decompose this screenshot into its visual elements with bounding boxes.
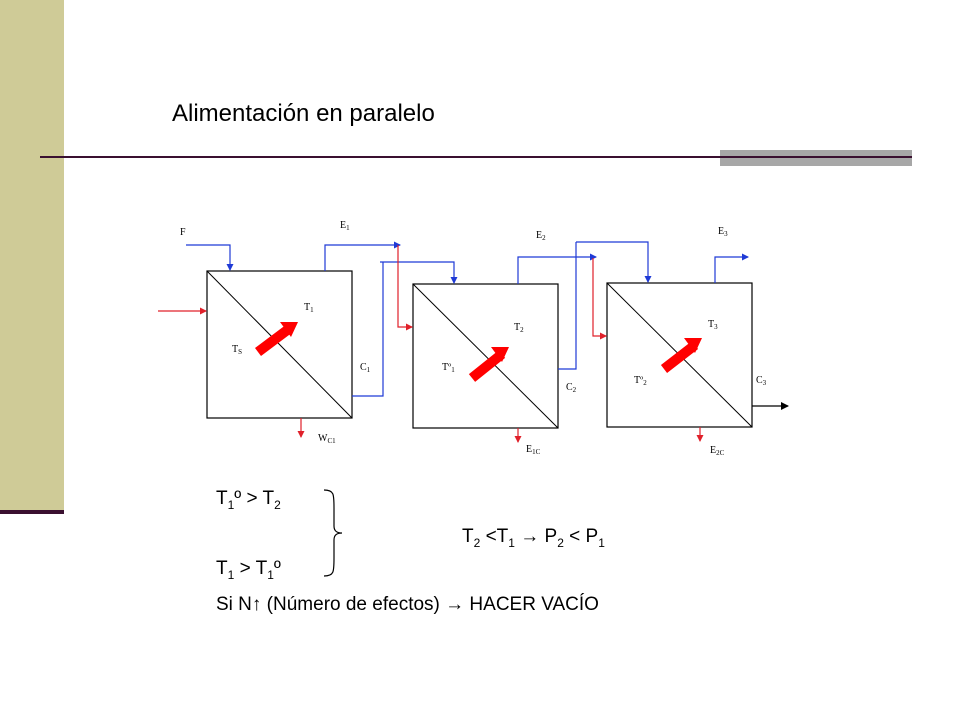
label-t1: T1 — [304, 302, 314, 314]
label-t2-zero: Tº2 — [634, 375, 647, 387]
vapour-e1-stream — [324, 241, 401, 271]
effect-2 — [412, 283, 559, 429]
label-c1: C1 — [360, 362, 371, 374]
effect-1 — [206, 270, 353, 419]
label-wc1: WC1 — [318, 433, 336, 445]
up-arrow-icon: ↑ — [251, 594, 262, 615]
steam-e2-to-effect-3 — [592, 258, 607, 340]
brace-icon — [323, 489, 343, 577]
feed-stream-3 — [576, 241, 652, 283]
concentrate-c2-stream — [558, 242, 577, 370]
label-t3: T3 — [708, 319, 718, 331]
label-e2: E2 — [536, 230, 546, 242]
page-title: Alimentación en paralelo — [172, 100, 435, 127]
heat-arrow-1 — [255, 322, 298, 356]
feed-stream-2 — [380, 261, 458, 284]
equation-t1-gt-t1o: T1 > T1º — [216, 558, 281, 582]
label-c2: C2 — [566, 382, 577, 394]
sidebar-line — [0, 510, 64, 514]
sidebar-bar — [0, 0, 64, 512]
right-arrow-icon: → — [445, 594, 465, 615]
heat-arrow-3 — [660, 338, 702, 373]
label-t1-zero: Tº1 — [442, 362, 455, 374]
feed-stream-1 — [186, 244, 234, 271]
label-e1c: E1C — [526, 444, 541, 456]
equation-t1o-gt-t2: T1º > T2 — [216, 488, 281, 512]
heat-arrow-2 — [468, 347, 509, 382]
vapour-e2-stream — [517, 253, 597, 284]
label-t2: T2 — [514, 322, 524, 334]
conclusion-vacuum: Si N↑ (Número de efectos) → HACER VACÍO — [216, 594, 599, 615]
blue-streams — [186, 241, 749, 397]
title-rule-accent — [720, 150, 912, 166]
label-c3: C3 — [756, 375, 767, 387]
concentrate-c1-stream — [352, 262, 384, 397]
red-streams — [158, 245, 704, 443]
vapour-e3-stream — [714, 253, 749, 283]
label-e3: E3 — [718, 226, 728, 238]
title-rule — [40, 156, 912, 158]
label-e1: E1 — [340, 220, 350, 232]
label-e2c: E2C — [710, 445, 725, 457]
steam-e1-to-effect-2 — [397, 245, 413, 331]
label-f: F — [180, 227, 186, 238]
label-ts: TS — [232, 344, 242, 356]
equation-pressure: T2 <T1 → P2 < P1 — [462, 526, 605, 550]
